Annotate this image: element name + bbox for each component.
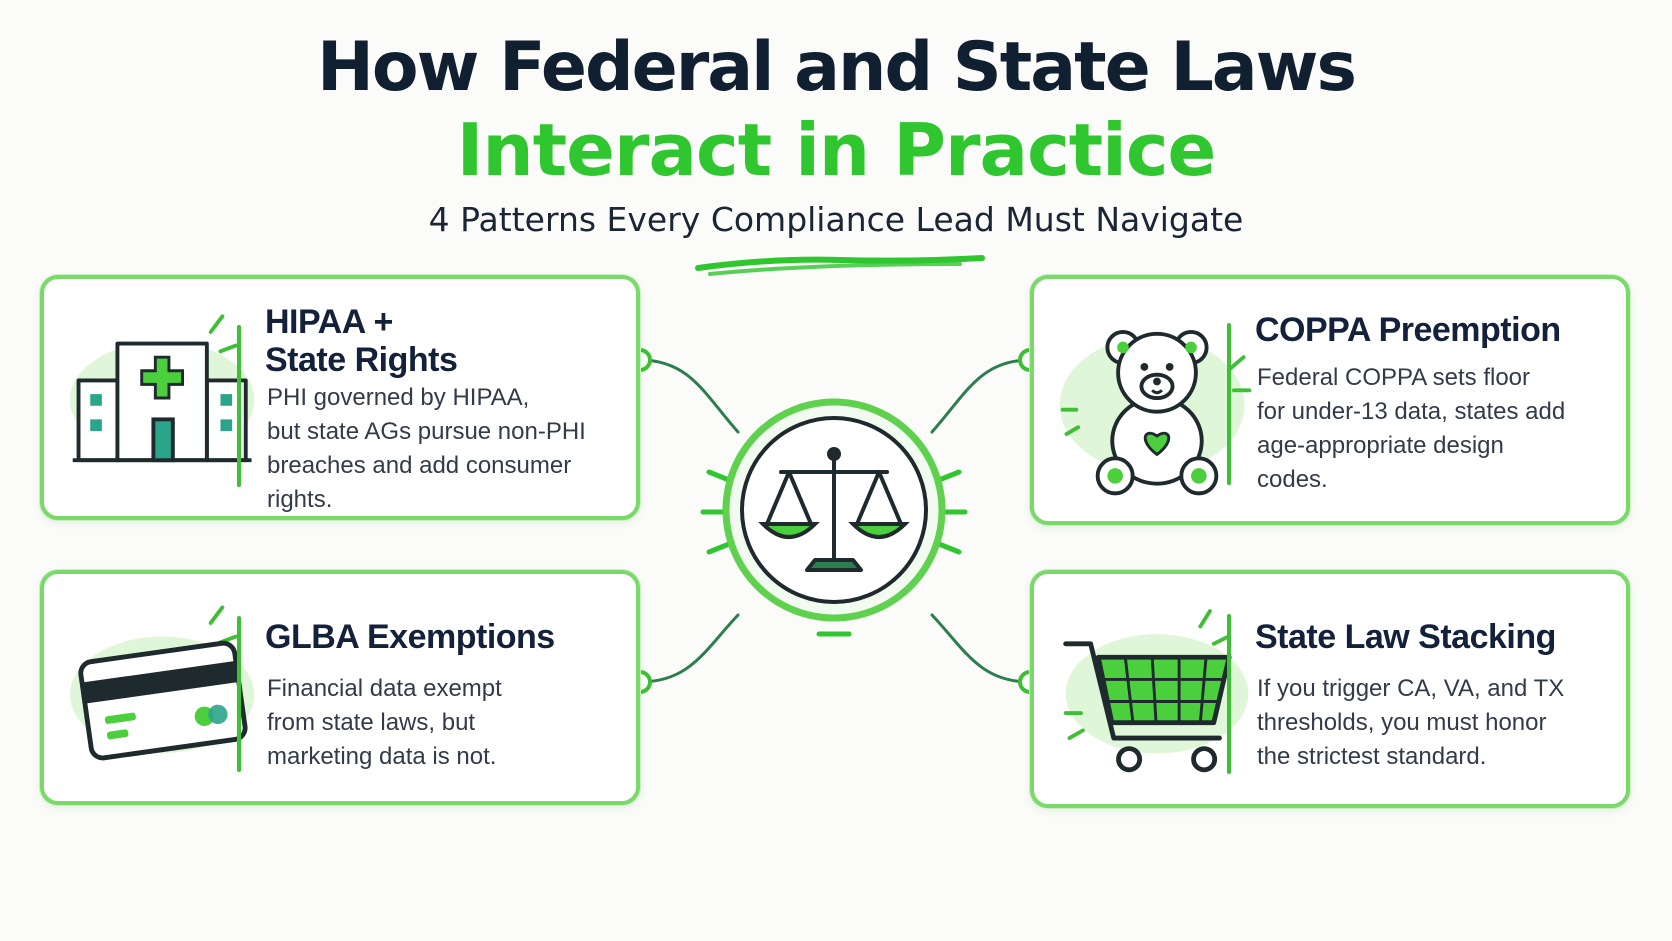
card-title: GLBA Exemptions [265,618,555,656]
card-divider [1227,323,1231,485]
card-body: PHI governed by HIPAA,but state AGs purs… [267,384,586,513]
page-title-highlight: Interact in Practice [456,108,1217,192]
card-divider [1227,614,1231,774]
credit-card-icon [69,605,255,761]
scales-of-justice-icon [700,398,968,637]
card-state-stacking: State Law Stacking If you trigger CA, VA… [1030,570,1630,808]
card-divider [237,325,241,487]
card-divider [237,616,241,772]
card-title: COPPA Preemption [1255,311,1561,349]
central-hub [699,372,969,642]
page-title: How Federal and State Laws [317,28,1357,107]
hospital-icon [69,314,255,463]
brush-underline [695,255,985,276]
shopping-cart-icon [1063,609,1249,773]
card-hipaa: HIPAA +State Rights PHI governed by HIPA… [40,275,640,520]
card-coppa: COPPA Preemption Federal COPPA sets floo… [1030,275,1630,525]
page-subtitle: 4 Patterns Every Compliance Lead Must Na… [428,200,1244,239]
card-title: HIPAA +State Rights [265,303,458,379]
teddy-bear-icon [1059,329,1252,496]
card-title: State Law Stacking [1255,618,1556,656]
